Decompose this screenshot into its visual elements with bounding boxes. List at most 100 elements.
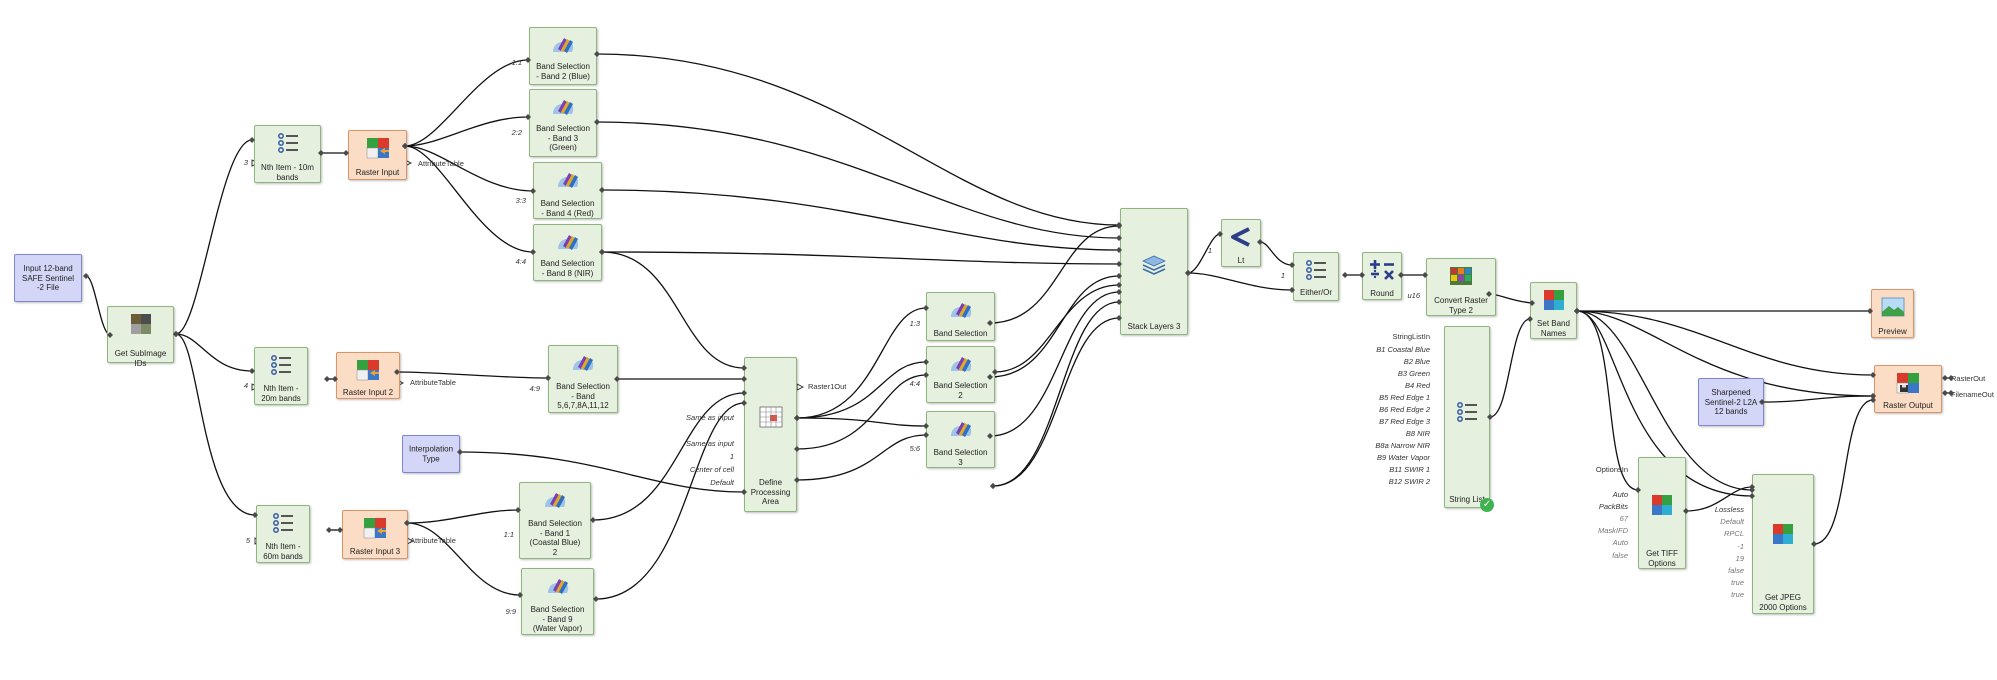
raster-input-3-node[interactable]: Raster Input 3 (342, 510, 408, 559)
node-label: Round (1370, 289, 1394, 298)
options-icon (1773, 524, 1793, 544)
port-label: AttributeTable (410, 536, 456, 545)
wire (994, 284, 1120, 373)
node-label: Preview (1878, 327, 1907, 336)
layers-icon (1142, 255, 1166, 275)
wire (1576, 310, 1753, 491)
wire (601, 251, 1120, 265)
get-subimage-ids-node[interactable]: Get SubImage IDs (107, 306, 174, 368)
node-label: Lt (1237, 256, 1245, 265)
less-than-icon (1231, 227, 1250, 247)
band-selection-a-node[interactable]: Band Selection (926, 292, 995, 341)
round-node[interactable]: Round (1362, 252, 1402, 300)
band-selection-water-vapor-node[interactable]: Band Selection - Band 9 (Water Vapor) (521, 568, 594, 635)
band-selection-red-node[interactable]: Band Selection - Band 4 (Red) (533, 162, 602, 219)
raster-icon (356, 360, 379, 381)
node-label: Get JPEG 2000 Options (1759, 593, 1807, 612)
wire (404, 116, 529, 147)
port-triangle (796, 383, 805, 391)
wire (989, 291, 1120, 437)
interpolation-type-node[interactable]: Interpolation Type (402, 435, 460, 473)
lt-node[interactable]: Lt (1221, 219, 1261, 267)
input-file-node[interactable]: Input 12-band SAFE Sentinel -2 File (14, 254, 82, 302)
band-selection-20m-node[interactable]: Band Selection - Band 5,6,7,8A,11,12 (548, 345, 618, 413)
port-value: 1:3 (909, 319, 920, 328)
define-processing-area-node[interactable]: Define Processing Area (744, 357, 797, 512)
nth-item-60m-node[interactable]: Nth Item - 60m bands (256, 505, 310, 563)
set-band-names-node[interactable]: Set Band Names (1530, 282, 1577, 339)
band-selection-icon (553, 38, 574, 53)
port-value: -1 (1737, 542, 1744, 551)
band-selection-c-node[interactable]: Band Selection 3 (926, 411, 995, 468)
preview-node[interactable]: Preview (1871, 289, 1914, 338)
node-label: Band Selection - Band 8 (NIR) (540, 259, 595, 278)
node-label: Define Processing Area (750, 478, 791, 506)
port-value: B5 Red Edge 1 (1379, 393, 1430, 402)
wire (596, 121, 1120, 239)
options-icon (1652, 495, 1672, 515)
port-value: true (1731, 590, 1744, 599)
band-selection-icon (950, 357, 971, 372)
band-selection-green-node[interactable]: Band Selection - Band 3 (Green) (529, 89, 597, 157)
node-label: Input 12-band SAFE Sentinel -2 File (21, 263, 75, 292)
wire (1187, 272, 1293, 291)
node-label: Band Selection - Band 9 (Water Vapor) (530, 605, 585, 633)
wire (404, 59, 529, 147)
port-value: 1 (1280, 271, 1285, 280)
raster-input-node[interactable]: Raster Input (348, 130, 407, 180)
nth-item-10m-node[interactable]: Nth Item - 10m bands (254, 125, 321, 183)
band-selection-icon (547, 579, 568, 594)
stack-layers-node[interactable]: Stack Layers 3 (1120, 208, 1188, 335)
wire (396, 371, 549, 379)
node-label: Either/Or (1299, 288, 1332, 297)
get-tiff-options-node[interactable]: Get TIFF Options (1638, 457, 1686, 569)
band-selection-nir-node[interactable]: Band Selection - Band 8 (NIR) (533, 224, 602, 281)
port-value: 3 (243, 158, 248, 167)
preview-icon (1881, 297, 1904, 317)
port-value: Center of cell (689, 465, 734, 474)
raster-output-node[interactable]: Raster Output (1874, 365, 1942, 413)
wire (796, 417, 927, 427)
port-value: Default (710, 478, 734, 487)
wire (796, 374, 927, 450)
node-label: Get SubImage IDs (114, 349, 167, 368)
wire (459, 451, 745, 493)
port-value: 5 (245, 536, 250, 545)
wire (992, 301, 1120, 487)
band-selection-blue-node[interactable]: Band Selection - Band 2 (Blue) (529, 27, 597, 85)
node-label: Band Selection (933, 329, 988, 338)
port-label: Raster1Out (808, 382, 847, 391)
band-selection-coastal-node[interactable]: Band Selection - Band 1 (Coastal Blue) 2 (519, 482, 591, 559)
port-value: B11 SWIR 1 (1389, 465, 1430, 474)
wire (796, 361, 927, 419)
wire (796, 307, 927, 419)
raster-icon (366, 138, 389, 159)
band-selection-icon (553, 100, 574, 115)
output-filename-node[interactable]: Sharpened Sentinel-2 L2A 12 bands (1698, 378, 1764, 426)
port-value: Same as input (686, 439, 734, 448)
port-value: 4:4 (909, 379, 920, 388)
wire (175, 139, 253, 335)
raster-input-2-node[interactable]: Raster Input 2 (336, 352, 400, 399)
band-selection-b-node[interactable]: Band Selection 2 (926, 346, 995, 403)
get-jpeg2000-options-node[interactable]: Get JPEG 2000 Options (1752, 474, 1814, 614)
node-label: Stack Layers 3 (1127, 322, 1181, 331)
string-list-node[interactable]: String List (1444, 326, 1490, 508)
wire (992, 317, 1120, 487)
wire (1761, 395, 1874, 403)
wire (1489, 318, 1531, 418)
node-label: Raster Output (1883, 401, 1933, 410)
wire (404, 145, 534, 253)
port-value: 4:4 (515, 257, 526, 266)
raster-icon (363, 518, 386, 539)
nth-item-20m-node[interactable]: Nth Item - 20m bands (254, 347, 308, 405)
wire (1576, 310, 1874, 397)
either-or-node[interactable]: Either/Or (1293, 252, 1339, 301)
wire (592, 392, 745, 521)
convert-raster-type-node[interactable]: Convert Raster Type 2 (1426, 258, 1496, 316)
wire (175, 333, 256, 516)
port-label: OptionsIn (1595, 465, 1628, 474)
port-label: AttributeTable (410, 378, 456, 387)
wire (989, 275, 1120, 378)
